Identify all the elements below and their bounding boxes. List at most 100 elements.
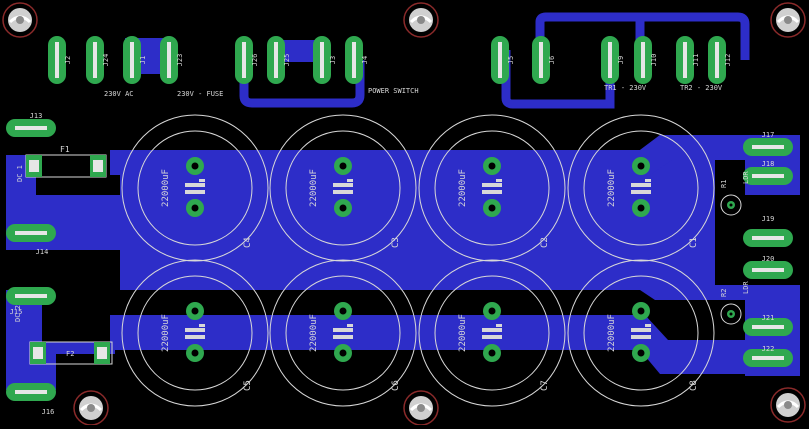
switch-loop-trace — [239, 60, 365, 108]
mounting-hole — [770, 2, 806, 38]
mounting-hole — [770, 387, 806, 423]
connector-j26: J26 — [235, 36, 259, 84]
negative-rail — [110, 315, 748, 374]
connector-ref: J15 — [10, 308, 23, 316]
resistor-r2-ref: R2 — [720, 289, 728, 297]
capacitor-value: 22000uF — [607, 314, 617, 352]
connector-j10: J10 — [634, 36, 658, 84]
label-power-switch: POWER SWITCH — [368, 87, 419, 95]
capacitor-ref: C2 — [540, 237, 550, 248]
resistor-r2: R2 LDR — [720, 281, 750, 325]
fuse-f2-ref: F2 — [66, 350, 74, 358]
capacitor-c3: 22000uF C3 — [269, 114, 417, 262]
connector-j1: J1 — [123, 36, 147, 84]
label-ac-in: 230V AC — [104, 90, 134, 98]
connector-ref: J17 — [762, 131, 775, 139]
connector-j17: J17 — [743, 131, 793, 156]
fuse-f1-label: DC 1 — [16, 165, 24, 182]
connector-j4: J4 — [345, 36, 369, 84]
connector-j21: J21 — [743, 314, 793, 336]
label-fuse: 230V - FUSE — [177, 90, 223, 98]
connector-j22: J22 — [743, 345, 793, 367]
capacitor-c6: 22000uF C6 — [269, 259, 417, 407]
connector-j13: J13 — [6, 112, 56, 137]
connector-ref: J24 — [102, 54, 110, 67]
fuse-f2-label: DC 2 — [14, 305, 22, 322]
capacitor-ref: C4 — [243, 237, 253, 248]
connector-j16: J16 — [6, 383, 56, 416]
connector-ref: J21 — [762, 314, 775, 322]
connector-j3: J3 — [313, 36, 337, 84]
connector-j6: J6 — [532, 36, 556, 84]
connector-ref: J14 — [36, 248, 49, 256]
connector-ref: J23 — [176, 54, 184, 67]
connector-ref: J20 — [762, 255, 775, 263]
capacitor-value: 22000uF — [607, 169, 617, 207]
capacitor-value: 22000uF — [309, 169, 319, 207]
connector-ref: J1 — [139, 56, 147, 64]
resistor-r1-ref: R1 — [720, 180, 728, 188]
connector-j5: J5 — [491, 36, 515, 84]
fuse-f2: F2 DC 2 — [14, 305, 113, 365]
connector-ref: J3 — [329, 56, 337, 64]
capacitor-c8: 22000uF C8 — [567, 259, 715, 407]
capacitor-group: 22000uFC422000uFC322000uFC222000uFC12200… — [121, 114, 715, 407]
positive-rail — [110, 135, 745, 175]
connector-j15: J15 — [6, 287, 56, 316]
label-tr1: TR1 - 230V — [604, 84, 647, 92]
mounting-hole — [403, 390, 439, 426]
capacitor-ref: C1 — [689, 237, 699, 248]
connector-ref: J10 — [650, 54, 658, 67]
connector-j11: J11 — [676, 36, 700, 84]
connector-j23: J23 — [160, 36, 184, 84]
connector-ref: J25 — [283, 54, 291, 67]
capacitor-ref: C8 — [689, 380, 699, 391]
connector-j9: J9 — [601, 36, 625, 84]
connector-ref: J18 — [762, 160, 775, 168]
capacitor-c7: 22000uF C7 — [418, 259, 566, 407]
connector-ref: J16 — [42, 408, 55, 416]
connector-ref: J6 — [548, 56, 556, 64]
capacitor-ref: C5 — [243, 380, 253, 391]
capacitor-c1: 22000uF C1 — [567, 114, 715, 262]
connector-j20: J20 — [743, 255, 793, 279]
connector-ref: J5 — [507, 56, 515, 64]
label-tr2: TR2 - 230V — [680, 84, 723, 92]
connector-j19: J19 — [743, 215, 793, 247]
resistor-r2-value: LDR — [742, 281, 750, 294]
top-connector-group: J2 J24 J1 J23 J26 J25 J3 J4 J5 J6 J9 J10 J11 J12 — [48, 36, 732, 84]
capacitor-c4: 22000uF C4 — [121, 114, 269, 262]
connector-ref: J26 — [251, 54, 259, 67]
connector-ref: J22 — [762, 345, 775, 353]
connector-j18: J18 — [743, 160, 793, 185]
capacitor-value: 22000uF — [458, 314, 468, 352]
connector-j25: J25 — [267, 36, 291, 84]
fuse-f1-ref: F1 — [60, 145, 70, 154]
connector-ref: J9 — [617, 56, 625, 64]
connector-ref: J11 — [692, 54, 700, 67]
connector-ref: J4 — [361, 56, 369, 64]
connector-ref: J2 — [64, 56, 72, 64]
capacitor-ref: C7 — [540, 380, 550, 391]
capacitor-value: 22000uF — [309, 314, 319, 352]
connector-j24: J24 — [86, 36, 110, 84]
mounting-hole — [403, 2, 439, 38]
connector-ref: J13 — [30, 112, 43, 120]
connector-j14: J14 — [6, 224, 56, 256]
connector-ref: J19 — [762, 215, 775, 223]
fuse-f1: F1 DC 1 — [16, 145, 107, 182]
resistor-r1-value: LDR — [742, 171, 750, 184]
connector-j12: J12 — [708, 36, 732, 84]
capacitor-ref: C3 — [391, 237, 401, 248]
mounting-hole — [2, 2, 38, 38]
connector-ref: J12 — [724, 54, 732, 67]
ground-plane — [6, 135, 800, 300]
connector-j2: J2 — [48, 36, 72, 84]
header-labels: 230V AC 230V - FUSE POWER SWITCH TR1 - 2… — [104, 84, 723, 98]
capacitor-value: 22000uF — [161, 169, 171, 207]
capacitor-ref: C6 — [391, 380, 401, 391]
